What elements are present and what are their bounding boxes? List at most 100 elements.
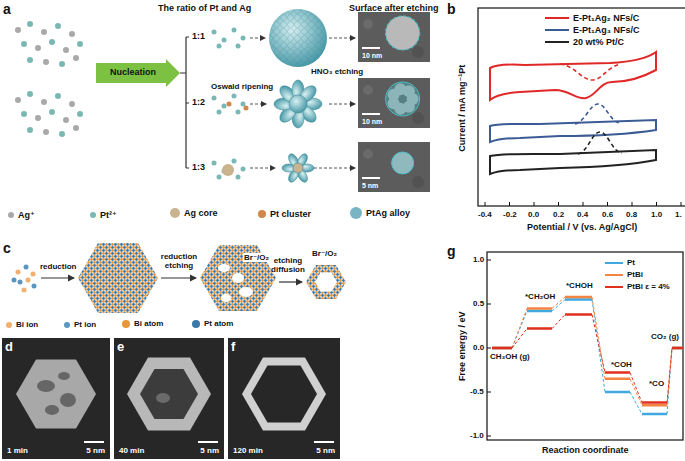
figure-shape: [269, 9, 327, 67]
axis-tick-label: 1.: [675, 210, 682, 219]
figure-shape: [77, 41, 83, 47]
figure-shape: [251, 365, 317, 422]
figure-shape: [315, 273, 337, 292]
figure-shape: [412, 46, 424, 58]
figure-shape: [358, 78, 430, 128]
panel-letter: f: [231, 340, 235, 355]
figure-shape: [73, 55, 79, 61]
figure-shape: [241, 36, 246, 41]
legend-text: PtAg alloy: [366, 208, 410, 218]
figure-shape: [392, 152, 414, 174]
figure-shape: [575, 104, 620, 124]
process-label: HNO₃ etching: [311, 67, 363, 76]
hollow-nanoframe: [306, 265, 346, 299]
reagent-label: Br⁻/O₂: [243, 253, 270, 262]
panel-letter: b: [447, 1, 456, 17]
legend-swatch: [192, 320, 200, 328]
figure-shape: [242, 358, 326, 431]
figure-shape: [161, 277, 196, 278]
pt-bi-nanoplate: [78, 243, 158, 313]
panel-letter: e: [117, 340, 124, 355]
figure-shape: [21, 41, 27, 47]
annotation-label: The ratio of Pt and Ag: [158, 3, 251, 13]
figure-shape: [12, 278, 17, 283]
figure-shape: [43, 59, 49, 65]
figure-shape: [512, 300, 672, 414]
figure-shape: [114, 338, 224, 459]
figure-shape: [289, 95, 307, 113]
figure-shape: [156, 393, 170, 403]
state-label: *CO: [649, 379, 664, 388]
figure-shape: [58, 372, 70, 380]
figure-shape: [362, 113, 380, 115]
haadf-image: 120 min5 nm: [228, 338, 340, 459]
figure-shape: [578, 132, 622, 154]
legend-line-sample: [605, 274, 623, 276]
legend-item: PtAg alloy: [350, 207, 410, 219]
axis-tick-label: 0.6: [602, 210, 613, 219]
figure-shape: [15, 27, 21, 33]
figure-shape: [239, 287, 253, 297]
box-text: Nucleation: [110, 68, 156, 78]
figure-shape: [27, 21, 33, 27]
figure-shape: [490, 150, 656, 174]
image-caption: 5 nm: [200, 447, 219, 456]
node-picture: [114, 338, 224, 459]
legend-line-sample: [545, 17, 569, 19]
axis-tick-label: 0.2: [553, 210, 564, 219]
axis-tick-label: 1.0: [473, 255, 484, 264]
figure-shape: [386, 16, 420, 50]
figure-shape: [329, 38, 355, 39]
plot-frame: [487, 252, 683, 440]
figure-shape: [363, 19, 373, 29]
annotation-label: Surface after etching: [349, 3, 439, 13]
legend-item: Bi ion: [6, 320, 38, 329]
figure-shape: [59, 61, 65, 67]
legend-text: Pt²⁺: [100, 210, 117, 220]
figure-shape: [306, 265, 346, 299]
figure-shape: [492, 297, 683, 405]
tem-image: 10 nm: [358, 78, 430, 128]
axis-tick-label: -1.0: [470, 431, 484, 440]
figure-shape: [293, 163, 303, 173]
figure-shape: [221, 294, 231, 302]
figure-shape: [127, 358, 211, 431]
legend-item: PtBi ε = 4%: [605, 282, 670, 291]
state-label: *COH: [611, 360, 632, 369]
figure-shape: [222, 38, 227, 43]
figure-shape: [250, 38, 265, 39]
ion-cluster-small: [12, 265, 37, 293]
ag-core: [222, 164, 234, 176]
legend-line-sample: [545, 29, 569, 31]
branch-bracket: [180, 37, 189, 168]
legend-text: Bi ion: [16, 320, 38, 329]
legend-swatch: [350, 207, 362, 219]
image-caption: 40 min: [119, 447, 144, 456]
figure-shape: [69, 31, 75, 37]
axis-tick-label: 1.0: [651, 210, 662, 219]
figure-shape: [27, 57, 33, 63]
figure-shape: [358, 142, 430, 192]
figure-shape: [490, 120, 656, 142]
figure-shape: [49, 39, 55, 45]
image-caption: 10 nm: [362, 118, 382, 126]
axis-title: Current / mA mg⁻¹Pt: [457, 65, 467, 152]
legend-text: 20 wt% Pt/C: [573, 37, 624, 47]
panel-letter: a: [3, 1, 11, 17]
axis-title: Reaction coordinate: [542, 445, 629, 455]
legend-swatch: [90, 212, 96, 218]
plot-frame: [478, 8, 685, 206]
legend-item: E-Pt₁Ag₂ NFs/C: [545, 13, 639, 23]
axis-tick-label: 0.0: [528, 210, 539, 219]
figure-shape: [412, 176, 424, 188]
axis-tick-label: 0.5: [473, 299, 484, 308]
figure-shape: [218, 264, 230, 272]
legend-swatch: [170, 208, 180, 218]
reagent-label: Br⁻/O₂: [312, 249, 337, 258]
axis-title: Free energy / eV: [457, 311, 467, 381]
node-picture: [228, 338, 340, 459]
legend-item: Pt²⁺: [90, 210, 117, 220]
figure-shape: [24, 265, 29, 270]
legend-text: E-Pt₁Ag₂ NFs/C: [573, 13, 639, 23]
figure-shape: [512, 297, 672, 405]
